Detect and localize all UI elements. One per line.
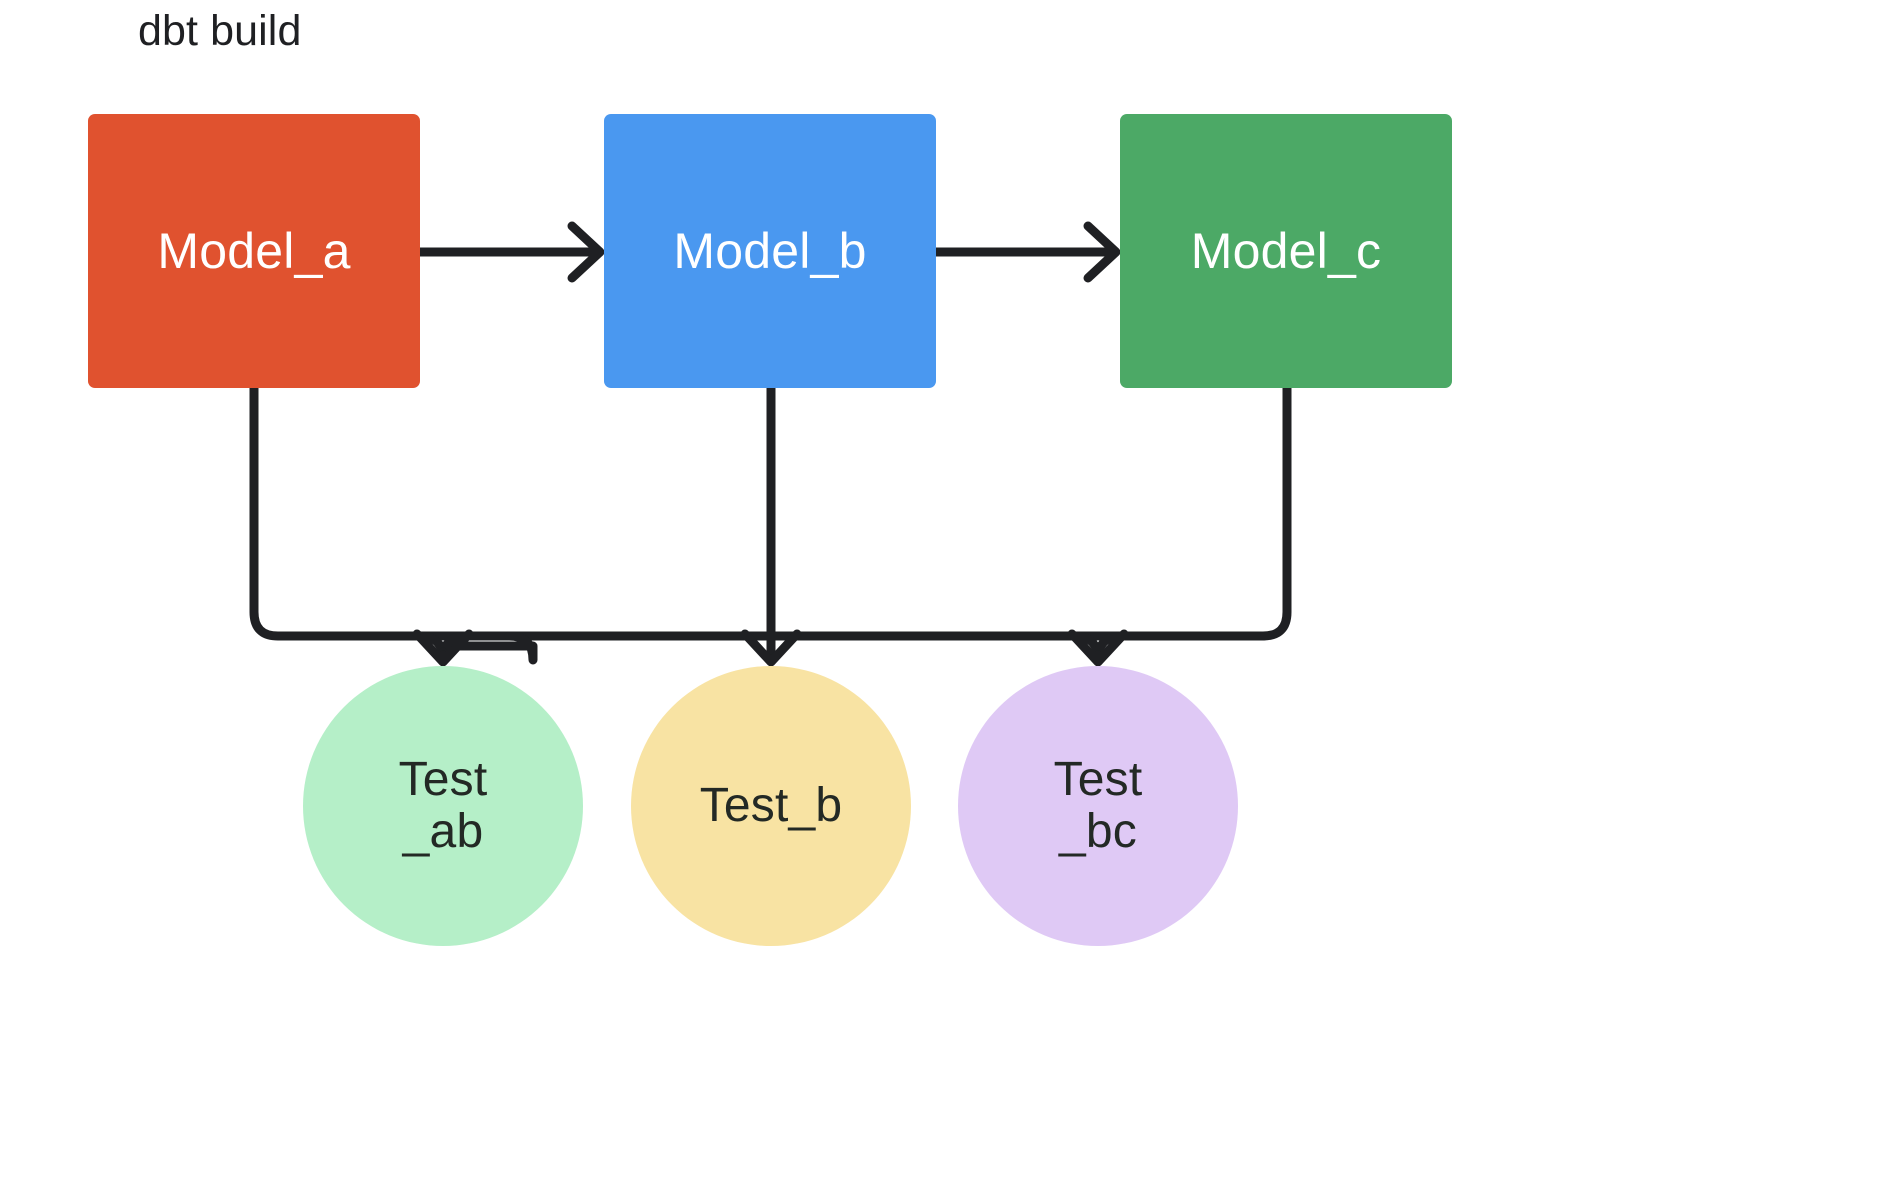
node-model-c[interactable]: Model_c (1120, 114, 1452, 388)
arrow-to-test-bc (1067, 629, 1129, 667)
node-model-a-label: Model_a (157, 223, 351, 279)
edge-model-a-to-model-b (415, 221, 605, 283)
node-model-b-label: Model_b (673, 223, 867, 279)
node-test-bc[interactable]: Test _bc (958, 666, 1238, 946)
node-test-ab-label: Test _ab (398, 753, 488, 858)
edge-bus-to-test-ab (438, 631, 538, 665)
node-test-b[interactable]: Test_b (631, 666, 911, 946)
node-model-c-label: Model_c (1190, 223, 1382, 279)
page-title: dbt build (138, 7, 302, 55)
node-model-a[interactable]: Model_a (88, 114, 420, 388)
arrow-to-test-ab (412, 629, 474, 667)
node-test-bc-label: Test _bc (1053, 753, 1143, 858)
arrow-to-test-b (740, 615, 802, 667)
edge-bus-routing (249, 383, 1292, 641)
node-test-b-label: Test_b (699, 779, 843, 833)
node-model-b[interactable]: Model_b (604, 114, 936, 388)
edge-model-b-to-model-c (931, 221, 1121, 283)
node-test-ab[interactable]: Test _ab (303, 666, 583, 946)
